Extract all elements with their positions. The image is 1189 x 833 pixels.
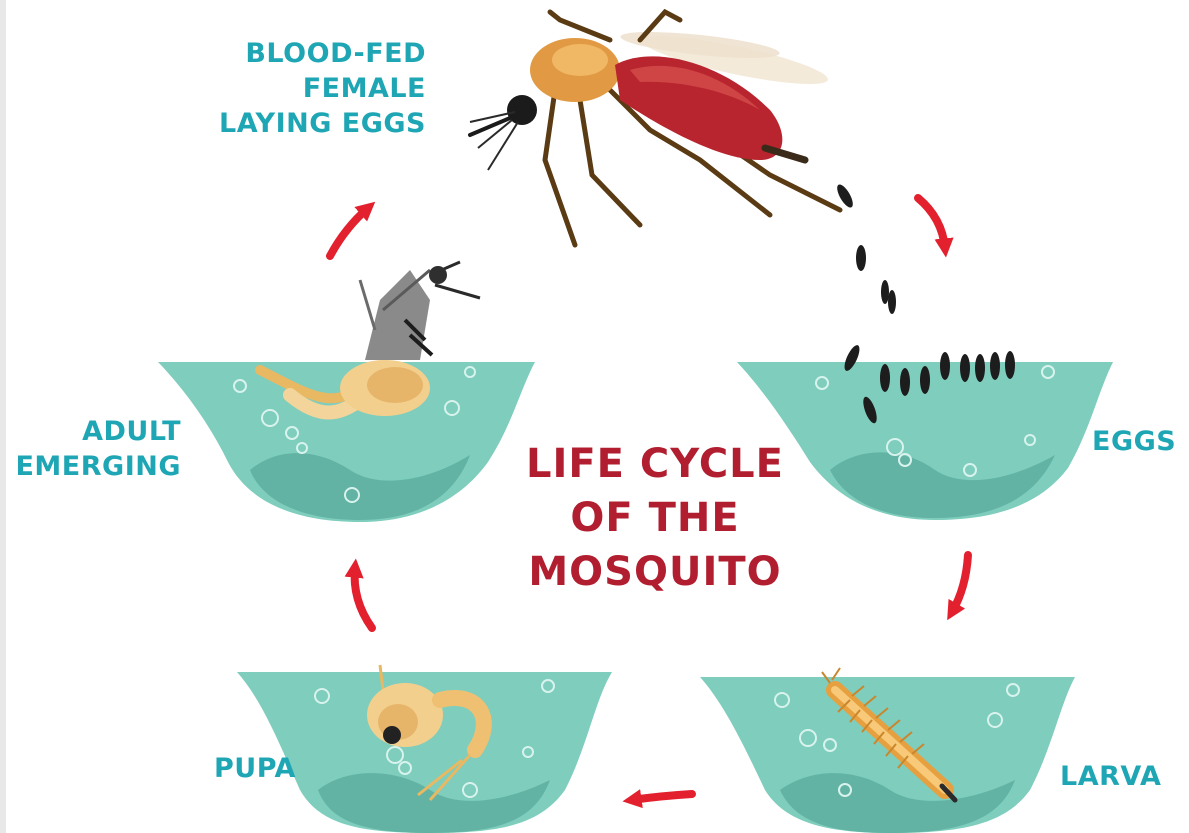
- arrow-larva-to-pupa: [632, 794, 692, 800]
- label-blood-fed-line2: FEMALE: [186, 71, 426, 106]
- arrow-pupa-to-adult: [355, 568, 372, 628]
- label-adult-line1: ADULT: [0, 414, 181, 449]
- label-eggs: EGGS: [1092, 424, 1176, 459]
- arrow-adult-to-female: [330, 208, 368, 256]
- mosquito-female-illustration: [470, 12, 840, 245]
- label-blood-fed-line1: BLOOD-FED: [186, 36, 426, 71]
- label-pupa: PUPA: [214, 751, 296, 786]
- title-line3: MOSQUITO: [480, 545, 830, 599]
- arrow-eggs-to-larva: [952, 555, 968, 612]
- diagram-title: LIFE CYCLE OF THE MOSQUITO: [480, 437, 830, 599]
- label-larva: LARVA: [1060, 759, 1161, 794]
- title-line1: LIFE CYCLE: [480, 437, 830, 491]
- label-blood-fed-female: BLOOD-FED FEMALE LAYING EGGS: [186, 36, 426, 141]
- label-blood-fed-line3: LAYING EGGS: [186, 106, 426, 141]
- title-line2: OF THE: [480, 491, 830, 545]
- label-adult-line2: EMERGING: [0, 449, 181, 484]
- label-adult-emerging: ADULT EMERGING: [0, 414, 181, 484]
- arrow-female-to-eggs: [918, 198, 945, 248]
